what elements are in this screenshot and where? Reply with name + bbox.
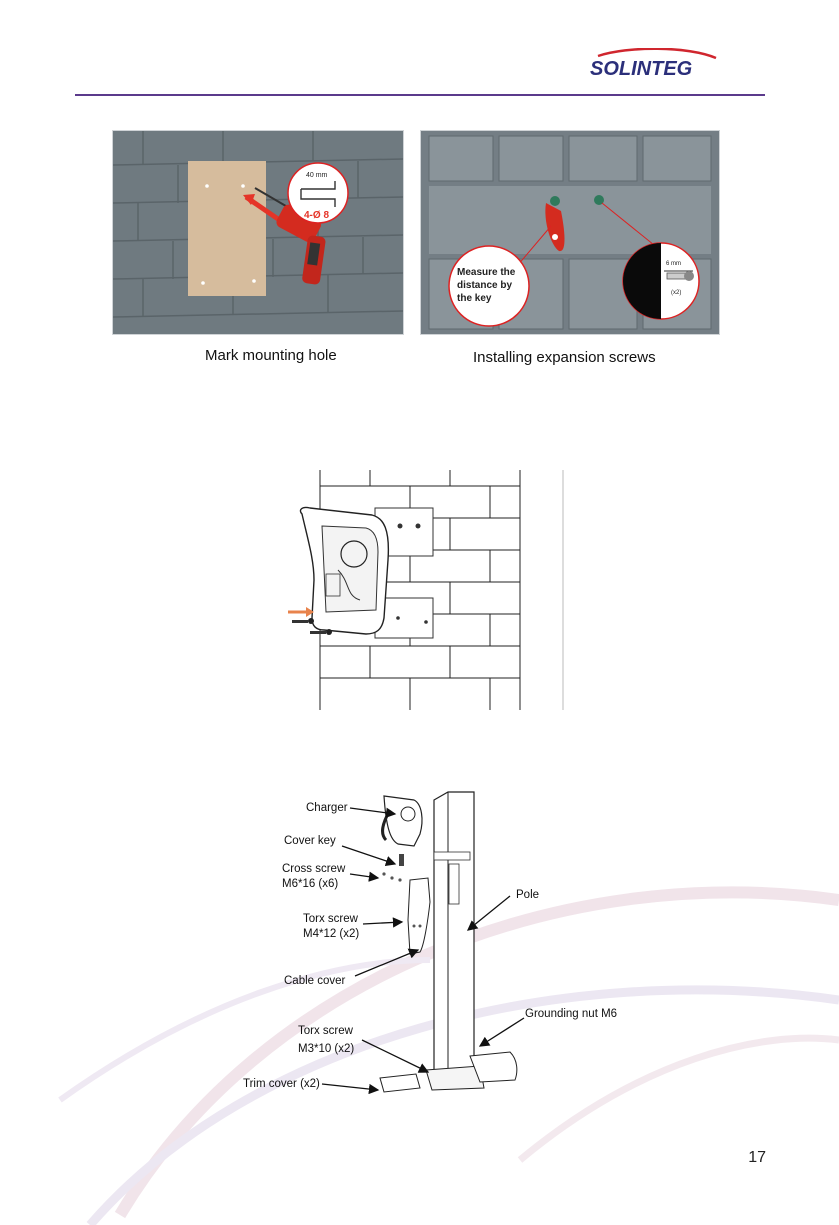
label-cross-screw-spec: M6*16 (x6) bbox=[282, 878, 338, 890]
label-pole: Pole bbox=[516, 889, 539, 901]
label-torx-screw-spec: M4*12 (x2) bbox=[303, 928, 359, 940]
label-grounding-nut: Grounding nut M6 bbox=[525, 1008, 617, 1020]
label-charger: Charger bbox=[306, 802, 348, 814]
label-torx-screw-2: Torx screw bbox=[298, 1025, 353, 1037]
page-number: 17 bbox=[748, 1149, 766, 1167]
label-cable-cover: Cable cover bbox=[284, 975, 345, 987]
label-torx-screw-2-spec: M3*10 (x2) bbox=[298, 1043, 354, 1055]
label-trim-cover: Trim cover (x2) bbox=[243, 1078, 320, 1090]
label-cover-key: Cover key bbox=[284, 835, 336, 847]
label-torx-screw: Torx screw bbox=[303, 913, 358, 925]
label-cross-screw: Cross screw bbox=[282, 863, 345, 875]
